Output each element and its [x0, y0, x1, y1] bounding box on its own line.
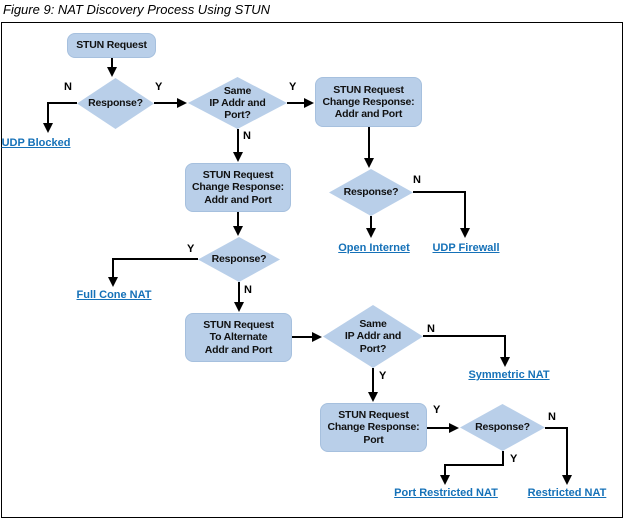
node-label-line: Same [223, 84, 252, 97]
edge-response-bottom-y-port-restricted [440, 451, 504, 485]
branch-label-y-response1: Y [155, 81, 163, 93]
branch-label-n-same1: N [243, 130, 251, 142]
node-label-line: Addr and Port [204, 343, 273, 356]
branch-label-n-same2: N [427, 323, 435, 335]
node-label-line: Port? [359, 342, 387, 355]
node-label-line: Change Response: [327, 421, 420, 434]
node-label-line: Addr and Port [334, 108, 403, 121]
branch-label-n-response1: N [64, 81, 72, 93]
node-label-line: STUN Request [203, 319, 274, 332]
node-label-line: STUN Request [333, 83, 404, 96]
node-label-line: STUN Request [338, 409, 409, 422]
node-label-line: Addr and Port [204, 193, 272, 206]
outcome-link-symmetric-nat[interactable]: Symmetric NAT [468, 369, 550, 381]
figure-title: Figure 9: NAT Discovery Process Using ST… [3, 2, 271, 17]
branch-label-n-response-bottom: N [548, 411, 556, 423]
node-label-line: STUN Request [202, 169, 274, 182]
node-label-line: IP Addr and [209, 96, 266, 109]
node-request-to-alternate: STUN Request To Alternate Addr and Port [185, 313, 292, 362]
edge-response-mid-y-full-cone [108, 258, 198, 287]
branch-label-y-response-mid: Y [187, 243, 195, 255]
branch-label-y-same2: Y [379, 370, 387, 382]
node-label-line: Port [363, 433, 384, 446]
node-change-response-port: STUN Request Change Response: Port [320, 403, 427, 452]
node-label: Response? [343, 186, 399, 199]
node-label-line: Change Response: [322, 95, 415, 108]
branch-label-n-response-right: N [413, 174, 421, 186]
node-label-line: To Alternate [209, 331, 268, 344]
branch-label-y-same1: Y [289, 81, 297, 93]
node-label-line: IP Addr and [344, 330, 402, 343]
branch-label-y-response-bottom: Y [510, 453, 518, 465]
edge-response1-n-udp-blocked [43, 102, 77, 133]
node-change-response-addr-port-right: STUN Request Change Response: Addr and P… [315, 77, 422, 127]
outcome-link-full-cone-nat[interactable]: Full Cone NAT [76, 289, 152, 301]
node-label-line: Port? [224, 109, 251, 122]
outcome-link-open-internet[interactable]: Open Internet [338, 242, 410, 254]
node-label: Response? [88, 97, 143, 110]
edge-response-right-n-udp-firewall [413, 191, 470, 238]
branch-label-y-change-port: Y [433, 404, 441, 416]
node-label: STUN Request [76, 39, 147, 52]
outcome-link-udp-blocked[interactable]: UDP Blocked [1, 137, 71, 149]
node-label: Response? [475, 421, 530, 434]
node-change-response-addr-port-mid: STUN Request Change Response: Addr and P… [185, 163, 291, 212]
node-label-line: Same [359, 318, 387, 331]
edge-response-bottom-n-restricted [545, 427, 572, 485]
node-label-line: Change Response: [192, 181, 284, 194]
outcome-link-port-restricted-nat[interactable]: Port Restricted NAT [394, 487, 498, 499]
outcome-link-restricted-nat[interactable]: Restricted NAT [527, 487, 607, 499]
node-stun-request: STUN Request [67, 33, 156, 58]
branch-label-n-response-mid: N [244, 284, 252, 296]
outcome-link-udp-firewall[interactable]: UDP Firewall [432, 242, 500, 254]
node-label: Response? [211, 253, 267, 266]
edge-same2-n-symmetric [423, 335, 510, 367]
